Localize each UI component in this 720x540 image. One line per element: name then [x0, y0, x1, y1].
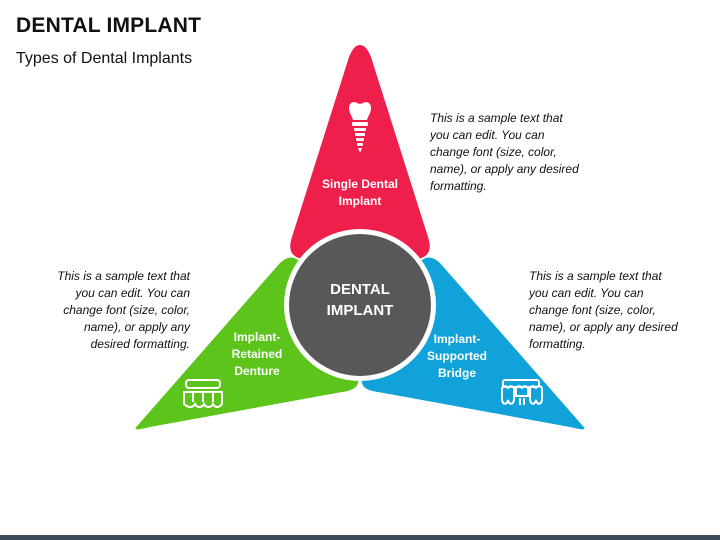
segment-label-line: Supported [427, 349, 487, 363]
segment-label-implant-retained-denture: Implant- Retained Denture [214, 329, 300, 380]
footer-bar [0, 535, 720, 540]
page-subtitle: Types of Dental Implants [16, 50, 193, 67]
segment-label-line: Implant [338, 194, 382, 208]
description-single-dental-implant: This is a sample text that you can edit.… [430, 111, 579, 193]
segment-label-line: Bridge [437, 366, 476, 380]
center-label-line: DENTAL [330, 281, 390, 298]
page-title: DENTAL IMPLANT [16, 14, 202, 37]
segment-label-single-dental-implant: Single Dental Implant [312, 176, 408, 210]
dental-bridge-icon [501, 379, 543, 405]
description-implant-supported-bridge: This is a sample text that you can edit.… [529, 269, 678, 351]
dental-implant-icon [349, 102, 371, 153]
segment-label-line: Single Dental [321, 177, 398, 191]
denture-icon [183, 379, 223, 408]
center-circle-inner [289, 234, 431, 376]
segment-label-line: Implant- [233, 330, 281, 344]
center-label-line: IMPLANT [326, 302, 394, 319]
segment-label-line: Denture [234, 364, 280, 378]
segment-label-line: Retained [231, 347, 283, 361]
center-label: DENTAL IMPLANT [300, 279, 420, 321]
segment-label-implant-supported-bridge: Implant- Supported Bridge [412, 331, 502, 382]
segment-label-line: Implant- [433, 332, 481, 346]
description-implant-retained-denture: This is a sample text that you can edit.… [57, 269, 190, 351]
